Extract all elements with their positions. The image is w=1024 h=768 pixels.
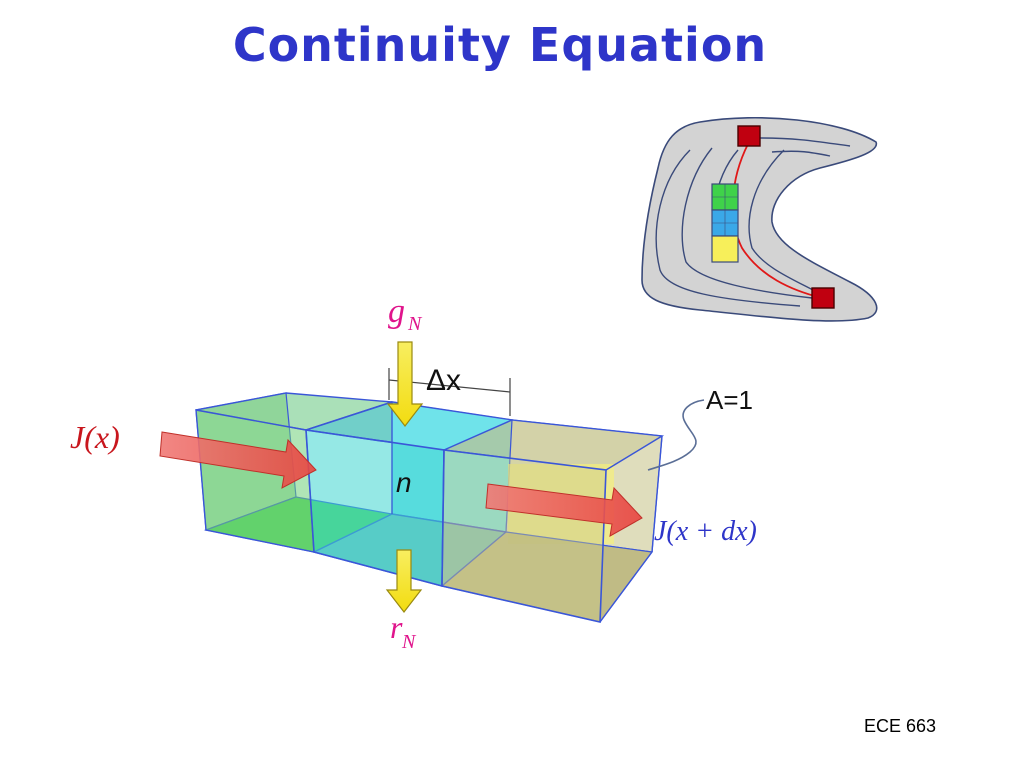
delta-x-label: Δx [426, 364, 461, 397]
recombination-arrow [385, 549, 423, 613]
footer-course-label: ECE 663 [863, 716, 936, 736]
flux-in-arrow [159, 431, 317, 489]
inset-outline [641, 116, 878, 322]
cell-front [305, 429, 445, 588]
inset-contact-bottom [811, 287, 835, 309]
flux-out-label: J(x + dx) [654, 516, 757, 547]
inset-current-path [731, 143, 823, 299]
generation-label: g N [388, 293, 423, 335]
right-segment-front [441, 449, 607, 623]
generation-label-main: g [388, 293, 405, 330]
inset-block-yellow [711, 235, 739, 263]
slide-title: Continuity Equation [232, 18, 768, 72]
generation-arrow [386, 341, 424, 427]
recombination-label-main: r [390, 609, 403, 645]
recombination-label: r N [390, 609, 417, 653]
inset-device [641, 116, 878, 322]
generation-label-sub: N [407, 313, 423, 335]
area-callout-line [647, 399, 705, 471]
flux-in-label: J(x) [70, 419, 120, 455]
density-label: n [396, 467, 412, 498]
flux-out-arrow [485, 483, 643, 537]
inset-contact-top [737, 125, 761, 147]
recombination-label-sub: N [401, 631, 417, 653]
area-label: A=1 [706, 385, 753, 415]
left-segment-front [195, 409, 315, 553]
